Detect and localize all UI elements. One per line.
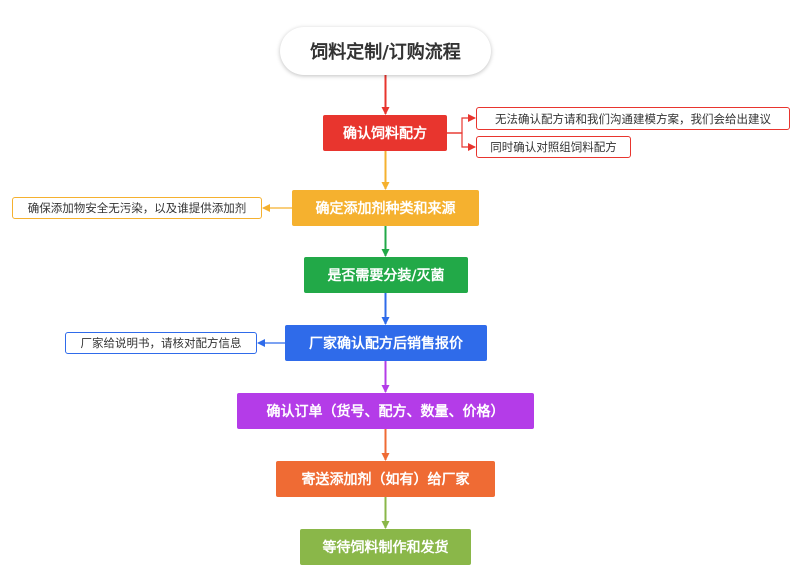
step-confirm-order: 确认订单（货号、配方、数量、价格） [237, 393, 534, 429]
step-await-production-shipping: 等待饲料制作和发货 [300, 529, 471, 565]
page-title: 饲料定制/订购流程 [280, 27, 491, 75]
note-control-group-formula: 同时确认对照组饲料配方 [476, 136, 631, 158]
step-determine-additives: 确定添加剂种类和来源 [292, 190, 479, 226]
step-ship-additives: 寄送添加剂（如有）给厂家 [276, 461, 495, 497]
step-packaging-sterilization: 是否需要分装/灭菌 [304, 257, 468, 293]
note-additive-safety: 确保添加物安全无污染，以及谁提供添加剂 [12, 197, 262, 219]
step-manufacturer-quote: 厂家确认配方后销售报价 [285, 325, 487, 361]
note-formula-consultation: 无法确认配方请和我们沟通建模方案，我们会给出建议 [476, 107, 790, 130]
note-check-manual: 厂家给说明书，请核对配方信息 [65, 332, 257, 354]
connector-step1-note1 [447, 114, 476, 134]
step-confirm-feed-formula: 确认饲料配方 [323, 115, 447, 151]
connector-step1-note2 [447, 132, 476, 151]
